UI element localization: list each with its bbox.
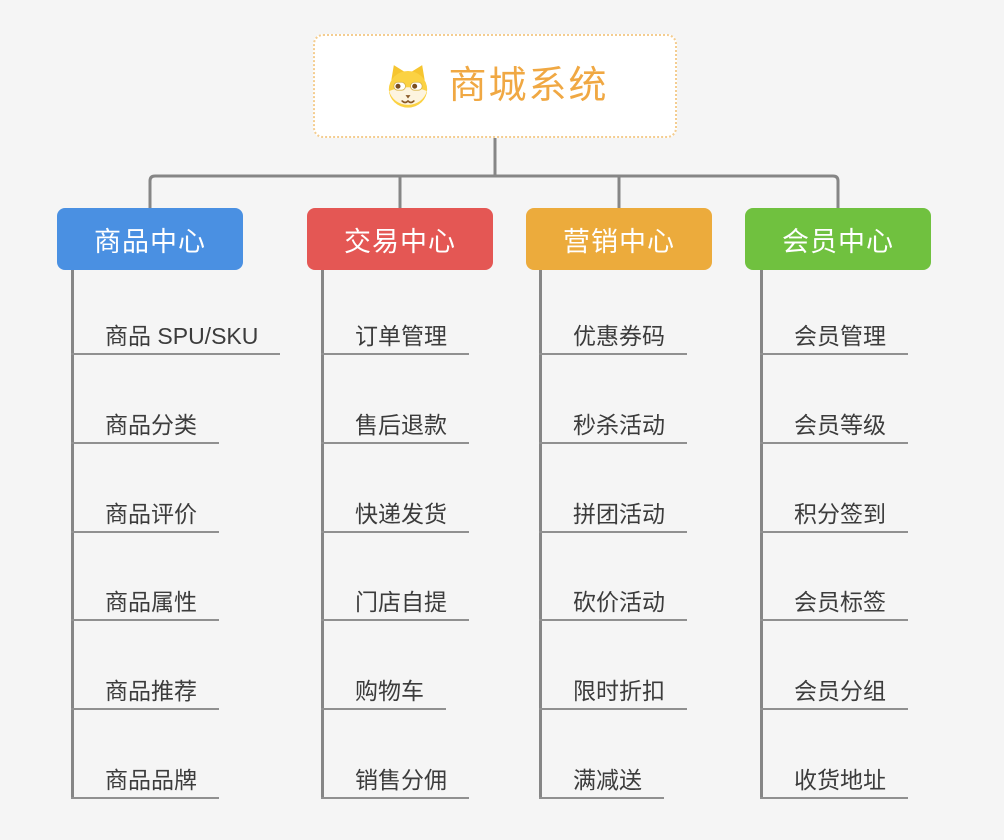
leaf-label: 商品 SPU/SKU [105,323,259,349]
leaf-node[interactable]: 商品品牌 [71,755,219,799]
leaf-label: 拼团活动 [573,501,665,527]
leaf-node[interactable]: 积分签到 [760,489,908,533]
leaf-label: 商品分类 [105,412,197,438]
leaf-label: 购物车 [355,678,424,704]
leaf-node[interactable]: 购物车 [321,666,446,710]
leaf-node[interactable]: 砍价活动 [539,577,687,621]
leaf-label: 商品推荐 [105,678,197,704]
leaf-label: 商品品牌 [105,767,197,793]
leaf-label: 销售分佣 [355,767,447,793]
branch-node-member-center[interactable]: 会员中心 [745,208,931,270]
leaf-label: 售后退款 [355,412,447,438]
root-title: 商城系统 [448,65,609,107]
leaf-label: 会员管理 [794,323,886,349]
leaf-label: 会员等级 [794,412,886,438]
leaf-node[interactable]: 商品评价 [71,489,219,533]
leaf-label: 收货地址 [794,767,886,793]
leaf-node[interactable]: 门店自提 [321,577,469,621]
leaf-node[interactable]: 商品分类 [71,400,219,444]
branch-node-trade-center[interactable]: 交易中心 [307,208,493,270]
leaf-node[interactable]: 优惠券码 [539,311,687,355]
leaf-label: 限时折扣 [573,678,665,704]
leaf-node[interactable]: 收货地址 [760,755,908,799]
leaf-label: 门店自提 [355,589,447,615]
leaf-label: 满减送 [573,767,642,793]
branch-node-product-center[interactable]: 商品中心 [57,208,243,270]
leaf-label: 快递发货 [355,501,447,527]
leaf-label: 商品属性 [105,589,197,615]
leaf-node[interactable]: 销售分佣 [321,755,469,799]
leaf-node[interactable]: 售后退款 [321,400,469,444]
leaf-label: 优惠券码 [573,323,665,349]
leaf-node[interactable]: 会员分组 [760,666,908,710]
leaf-node[interactable]: 快递发货 [321,489,469,533]
leaf-node[interactable]: 商品 SPU/SKU [71,311,281,355]
dog-face-icon [389,65,428,108]
leaf-node[interactable]: 订单管理 [321,311,469,355]
leaf-label: 积分签到 [794,501,886,527]
leaf-node[interactable]: 秒杀活动 [539,400,687,444]
leaf-node[interactable]: 会员管理 [760,311,908,355]
leaf-node[interactable]: 商品属性 [71,577,219,621]
leaf-node[interactable]: 会员标签 [760,577,908,621]
leaf-label: 秒杀活动 [573,412,665,438]
leaf-node[interactable]: 拼团活动 [539,489,687,533]
leaf-label: 商品评价 [105,501,197,527]
leaf-node[interactable]: 商品推荐 [71,666,219,710]
leaf-label: 订单管理 [355,323,447,349]
leaf-label: 砍价活动 [573,589,665,615]
leaf-node[interactable]: 满减送 [539,755,664,799]
leaf-node[interactable]: 会员等级 [760,400,908,444]
leaf-node[interactable]: 限时折扣 [539,666,687,710]
leaf-label: 会员分组 [794,678,886,704]
root-node[interactable]: 商城系统 [313,34,677,138]
branch-node-marketing-center[interactable]: 营销中心 [526,208,712,270]
leaf-label: 会员标签 [794,589,886,615]
